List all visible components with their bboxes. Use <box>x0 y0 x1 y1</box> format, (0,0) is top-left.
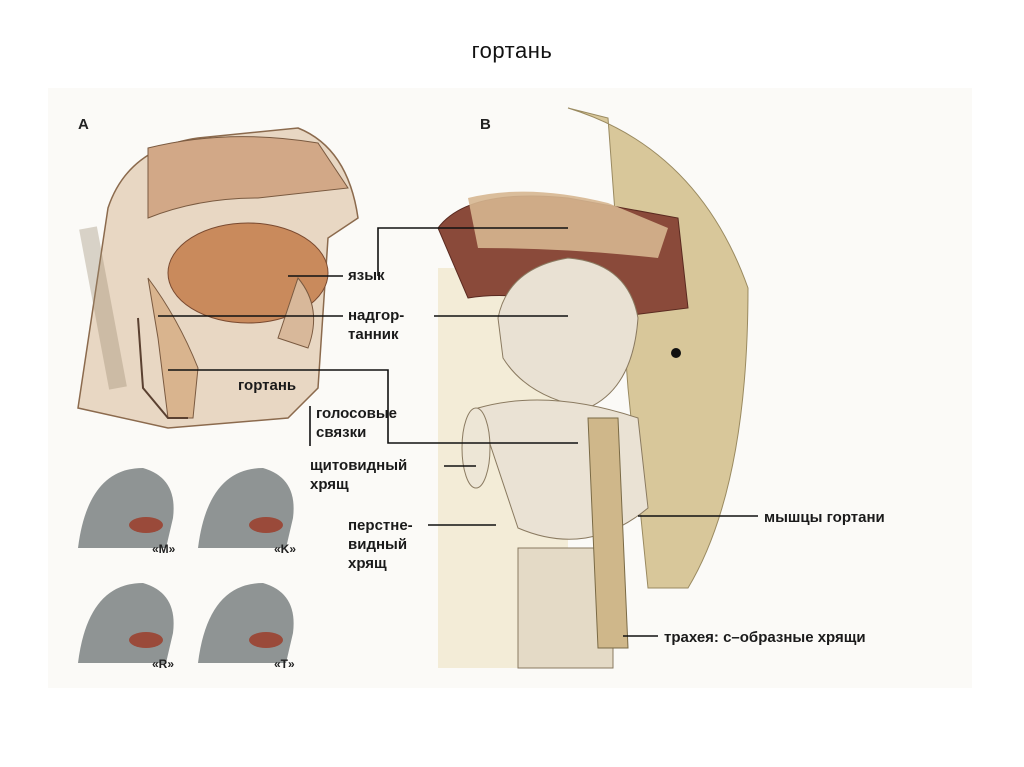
panel-label-b: B <box>480 116 491 133</box>
larynx-anatomy-figure: A B язык надгор- танник гортань голосовы… <box>48 88 972 688</box>
sound-label-k: «K» <box>274 542 296 556</box>
label-thyroid-cartilage: щитовидный хрящ <box>310 456 407 494</box>
sagittal-section-drawing <box>78 128 358 428</box>
larynx-frontal-drawing <box>438 108 748 668</box>
label-laryngeal-muscles: мышцы гортани <box>764 508 885 527</box>
sound-head-t <box>198 583 294 663</box>
anatomy-illustration <box>48 88 972 688</box>
label-epiglottis: надгор- танник <box>348 306 404 344</box>
sound-head-k <box>198 468 294 548</box>
label-tongue: язык <box>348 266 385 285</box>
label-cricoid-cartilage: перстне- видный хрящ <box>348 516 413 573</box>
page-title: гортань <box>0 38 1024 64</box>
label-vocal-cords: голосовые связки <box>316 404 397 442</box>
label-larynx: гортань <box>238 376 296 395</box>
sound-label-t: «T» <box>274 657 295 671</box>
label-trachea: трахея: с–образные хрящи <box>664 628 866 647</box>
sound-head-m <box>78 468 174 548</box>
sound-label-m: «M» <box>152 542 175 556</box>
sound-label-r: «R» <box>152 657 174 671</box>
sound-head-r <box>78 583 174 663</box>
panel-label-a: A <box>78 116 89 133</box>
